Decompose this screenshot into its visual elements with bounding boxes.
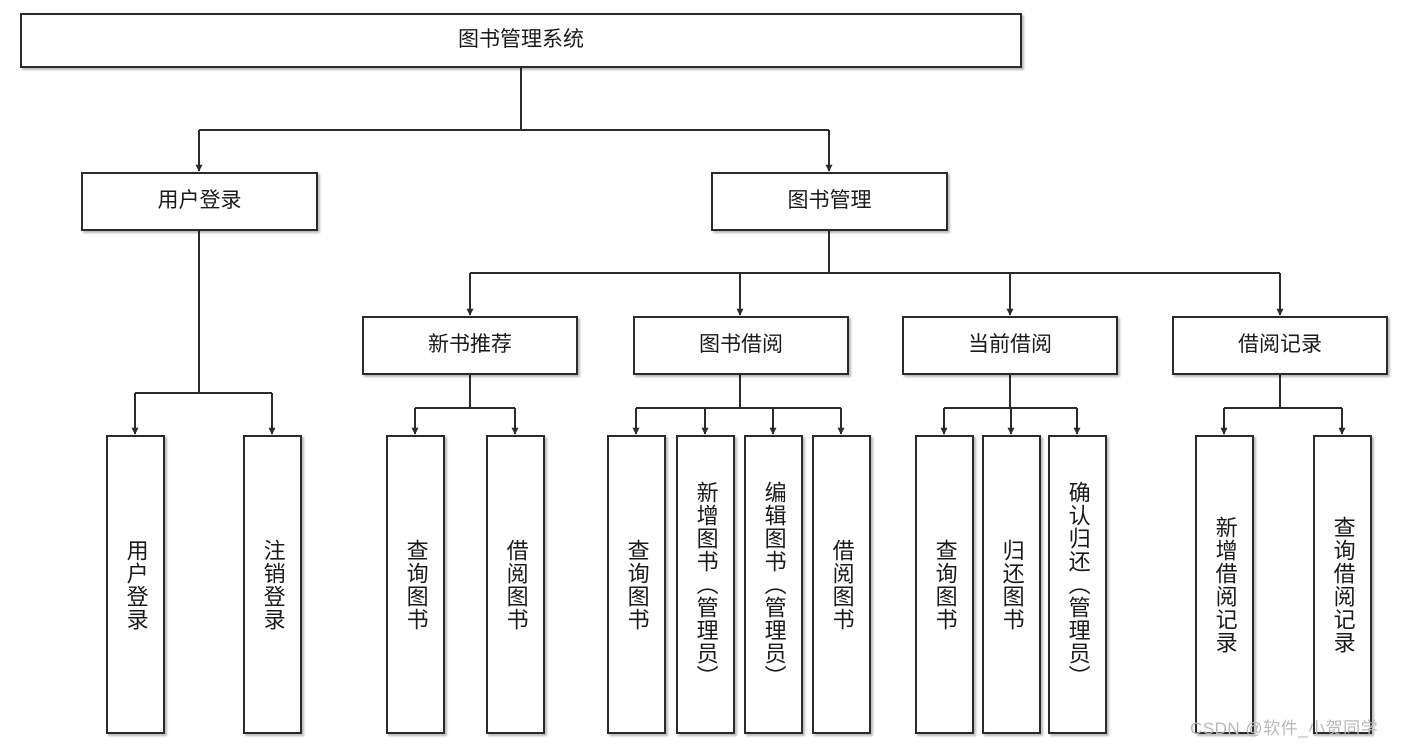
leaf-node[interactable]: 查询图书 [915, 435, 974, 734]
level2-node-label: 用户登录 [157, 189, 242, 213]
leaf-node[interactable]: 借阅图书 [812, 435, 871, 734]
level3-node-label: 新书推荐 [428, 333, 512, 357]
leaf-node[interactable]: 查询图书 [386, 435, 445, 734]
leaf-node[interactable]: 新增图书（管理员） [676, 435, 735, 734]
level3-node[interactable]: 当前借阅 [902, 316, 1118, 375]
level2-node[interactable]: 用户登录 [81, 172, 318, 231]
leaf-node[interactable]: 注销登录 [243, 435, 302, 734]
leaf-node-label: 新增图书（管理员） [693, 481, 719, 688]
level3-node[interactable]: 图书借阅 [633, 316, 849, 375]
leaf-node-label: 确认归还（管理员） [1065, 481, 1091, 688]
leaf-node[interactable]: 编辑图书（管理员） [744, 435, 803, 734]
level3-node-label: 当前借阅 [968, 333, 1052, 357]
leaf-node-label: 借阅图书 [829, 538, 855, 631]
leaf-node-label: 查询图书 [403, 538, 429, 631]
leaf-node[interactable]: 确认归还（管理员） [1048, 435, 1107, 734]
root-node[interactable]: 图书管理系统 [20, 13, 1022, 68]
leaf-node-label: 借阅图书 [503, 538, 529, 631]
leaf-node-label: 用户登录 [123, 538, 149, 631]
level3-node[interactable]: 新书推荐 [362, 316, 578, 375]
leaf-node-label: 注销登录 [260, 538, 286, 631]
leaf-node[interactable]: 新增借阅记录 [1195, 435, 1254, 734]
level2-node-label: 图书管理 [787, 189, 872, 213]
level3-node-label: 借阅记录 [1238, 333, 1322, 357]
root-node-label: 图书管理系统 [458, 28, 584, 52]
leaf-node-label: 查询图书 [932, 538, 958, 631]
leaf-node[interactable]: 查询图书 [607, 435, 666, 734]
level3-node[interactable]: 借阅记录 [1172, 316, 1388, 375]
leaf-node[interactable]: 归还图书 [982, 435, 1041, 734]
level2-node[interactable]: 图书管理 [711, 172, 948, 231]
leaf-node[interactable]: 查询借阅记录 [1313, 435, 1372, 734]
leaf-node-label: 编辑图书（管理员） [761, 481, 787, 688]
leaf-node-label: 查询图书 [624, 538, 650, 631]
level3-node-label: 图书借阅 [699, 333, 783, 357]
leaf-node-label: 归还图书 [999, 538, 1025, 631]
leaf-node-label: 查询借阅记录 [1330, 515, 1356, 654]
leaf-node[interactable]: 用户登录 [106, 435, 165, 734]
leaf-node[interactable]: 借阅图书 [486, 435, 545, 734]
leaf-node-label: 新增借阅记录 [1212, 515, 1238, 654]
